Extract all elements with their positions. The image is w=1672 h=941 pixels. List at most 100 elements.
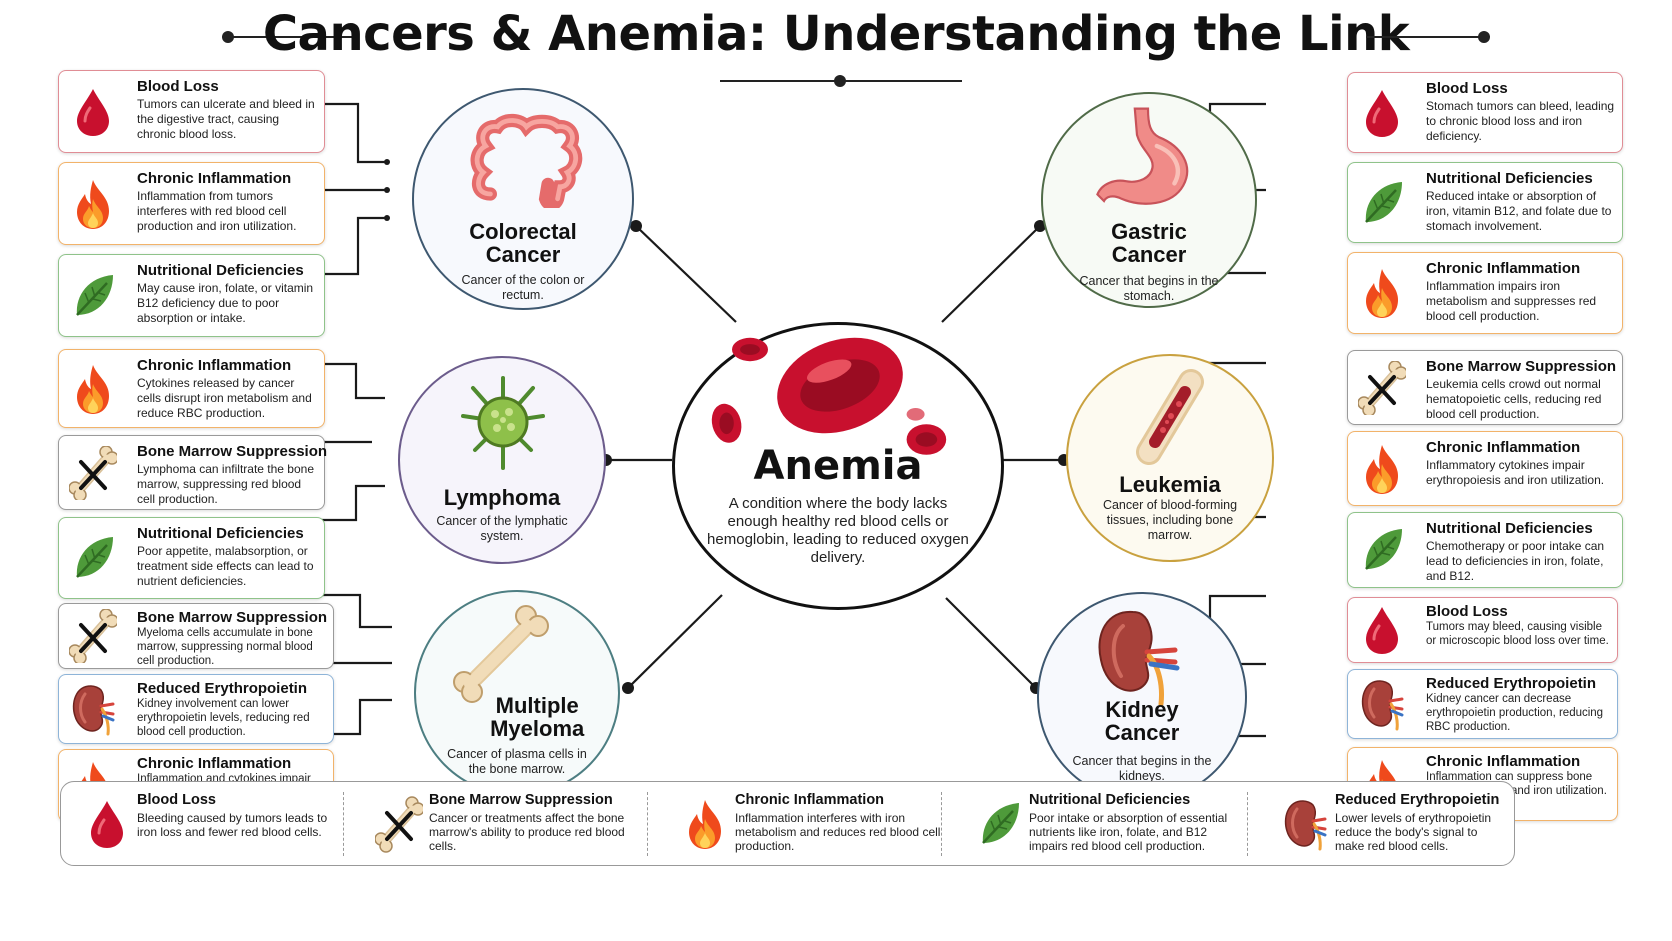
legend-divider: [941, 792, 942, 856]
node-gastric-cancer: Gastric Cancer Cancer that begins in the…: [1041, 92, 1257, 308]
kidney-icon: [1284, 799, 1327, 851]
node-description: Cancer of the lymphatic system.: [436, 514, 568, 543]
node-name: Colorectal Cancer: [469, 219, 577, 267]
node-description: Cancer of the colon or rectum.: [461, 273, 585, 302]
node-leukemia: Leukemia Cancer of blood-forming tissues…: [1066, 354, 1274, 562]
factor-title: Reduced Erythropoietin: [137, 680, 308, 697]
leaf-icon: [1364, 180, 1404, 223]
legend-title: Blood Loss: [137, 792, 216, 808]
node-description: Cancer that begins in the kidneys.: [1072, 754, 1212, 783]
factor-title: Blood Loss: [137, 78, 219, 95]
gastric-factor-blood-loss: Blood Loss Stomach tumors can bleed, lea…: [1347, 72, 1623, 153]
factor-text: Poor appetite, malabsorption, or treatme…: [137, 544, 314, 588]
blood-drop-icon: [75, 87, 111, 137]
center-title: Anemia: [753, 443, 923, 489]
legend-title: Reduced Erythropoietin: [1335, 792, 1500, 808]
legend-item-blood-loss: Blood Loss Bleeding caused by tumors lea…: [61, 782, 341, 867]
leukemia-factor-nutrition: Nutritional Deficiencies Chemotherapy or…: [1347, 512, 1623, 588]
blood-drop-icon: [89, 799, 125, 850]
legend-item-nutrition: Nutritional Deficiencies Poor intake or …: [953, 782, 1253, 867]
colon-icon: [470, 113, 583, 208]
kidney-organ-icon: [1098, 610, 1180, 706]
factor-title: Nutritional Deficiencies: [1426, 170, 1593, 187]
factor-text: Stomach tumors can bleed, leading to chr…: [1426, 99, 1615, 143]
legend-item-erythropoietin: Reduced Erythropoietin Lower levels of e…: [1259, 782, 1514, 867]
kidney-icon: [1361, 679, 1404, 731]
title-rule-left-dot: [222, 31, 234, 43]
factor-text: Kidney involvement can lower erythropoie…: [137, 698, 310, 738]
factor-title: Nutritional Deficiencies: [137, 262, 304, 279]
lymphoma-factor-inflammation: Chronic Inflammation Cytokines released …: [58, 349, 325, 428]
legend-title: Chronic Inflammation: [735, 792, 885, 808]
legend-panel: Blood Loss Bleeding caused by tumors lea…: [60, 781, 1515, 866]
factor-text: Kidney cancer can decrease erythropoieti…: [1426, 693, 1604, 733]
kidney-factor-blood-loss: Blood Loss Tumors may bleed, causing vis…: [1347, 597, 1618, 663]
blood-drop-icon: [1364, 88, 1400, 138]
legend-divider: [1247, 792, 1248, 856]
factor-title: Nutritional Deficiencies: [137, 525, 304, 542]
factor-title: Reduced Erythropoietin: [1426, 675, 1597, 692]
title-rule-left: [228, 36, 352, 38]
node-name: Kidney Cancer: [1104, 697, 1180, 745]
legend-text: Lower levels of erythropoietin reduce th…: [1335, 811, 1492, 853]
node-multiple-myeloma: Multiple Myeloma Cancer of plasma cells …: [414, 590, 620, 796]
colorectal-factor-nutrition: Nutritional Deficiencies May cause iron,…: [58, 254, 325, 337]
node-description: Cancer that begins in the stomach.: [1079, 274, 1219, 303]
bone-x-icon: [1358, 361, 1406, 415]
node-description: Cancer of blood-forming tissues, includi…: [1102, 498, 1238, 542]
leukemia-factor-bone-marrow: Bone Marrow Suppression Leukemia cells c…: [1347, 350, 1623, 425]
factor-title: Chronic Inflammation: [1426, 753, 1581, 770]
factor-text: Chemotherapy or poor intake can lead to …: [1426, 539, 1605, 583]
colorectal-factor-blood-loss: Blood Loss Tumors can ulcerate and bleed…: [58, 70, 325, 153]
node-kidney-cancer: Kidney Cancer Cancer that begins in the …: [1037, 592, 1247, 802]
factor-title: Bone Marrow Suppression: [137, 443, 328, 460]
legend-divider: [343, 792, 344, 856]
factor-title: Chronic Inflammation: [1426, 260, 1581, 277]
legend-text: Poor intake or absorption of essential n…: [1029, 811, 1228, 853]
title-rule-right: [1366, 36, 1482, 38]
flame-icon: [1366, 269, 1398, 318]
flame-icon: [1366, 444, 1398, 494]
leaf-icon: [75, 273, 115, 316]
factor-title: Nutritional Deficiencies: [1426, 520, 1593, 537]
myeloma-factor-bone-marrow: Bone Marrow Suppression Myeloma cells ac…: [58, 603, 334, 669]
factor-text: Inflammation impairs iron metabolism and…: [1426, 279, 1597, 323]
gastric-factor-inflammation: Chronic Inflammation Inflammation impair…: [1347, 252, 1623, 334]
lymphoma-factor-nutrition: Nutritional Deficiencies Poor appetite, …: [58, 517, 325, 599]
bone-icon: [453, 605, 549, 703]
kidney-icon: [72, 684, 115, 736]
factor-title: Blood Loss: [1426, 603, 1508, 620]
node-name: Gastric Cancer: [1111, 219, 1187, 267]
gastric-factor-nutrition: Nutritional Deficiencies Reduced intake …: [1347, 162, 1623, 243]
red-blood-cells-icon: [711, 337, 947, 455]
factor-title: Bone Marrow Suppression: [1426, 358, 1617, 375]
bone-x-icon: [69, 609, 117, 663]
legend-item-inflammation: Chronic Inflammation Inflammation interf…: [659, 782, 949, 867]
colorectal-factor-inflammation: Chronic Inflammation Inflammation from t…: [58, 162, 325, 245]
factor-title: Chronic Inflammation: [137, 755, 292, 772]
bone-x-icon: [375, 794, 423, 854]
legend-title: Nutritional Deficiencies: [1029, 792, 1191, 808]
factor-text: Leukemia cells crowd out normal hematopo…: [1426, 377, 1602, 421]
factor-text: Tumors can ulcerate and bleed in the dig…: [137, 97, 315, 141]
legend-text: Cancer or treatments affect the bone mar…: [429, 811, 625, 853]
title-underline-dot: [834, 75, 846, 87]
factor-title: Chronic Inflammation: [137, 357, 292, 374]
legend-divider: [647, 792, 648, 856]
leaf-icon: [981, 801, 1021, 845]
lymph-node-icon: [461, 376, 545, 470]
page-title: Cancers & Anemia: Understanding the Link: [262, 6, 1410, 62]
stomach-icon: [1096, 107, 1189, 205]
legend-text: Bleeding caused by tumors leads to iron …: [137, 811, 328, 839]
myeloma-factor-erythropoietin: Reduced Erythropoietin Kidney involvemen…: [58, 674, 334, 744]
node-name: Multiple Myeloma: [490, 693, 585, 741]
title-rule-right-dot: [1478, 31, 1490, 43]
flame-icon: [689, 800, 721, 849]
factor-text: Myeloma cells accumulate in bone marrow,…: [137, 627, 313, 667]
node-lymphoma: Lymphoma Cancer of the lymphatic system.: [398, 356, 606, 564]
factor-text: May cause iron, folate, or vitamin B12 d…: [137, 281, 314, 325]
legend-text: Inflammation interferes with iron metabo…: [735, 811, 941, 853]
factor-title: Chronic Inflammation: [137, 170, 292, 187]
kidney-factor-erythropoietin: Reduced Erythropoietin Kidney cancer can…: [1347, 669, 1618, 739]
factor-title: Chronic Inflammation: [1426, 439, 1581, 456]
